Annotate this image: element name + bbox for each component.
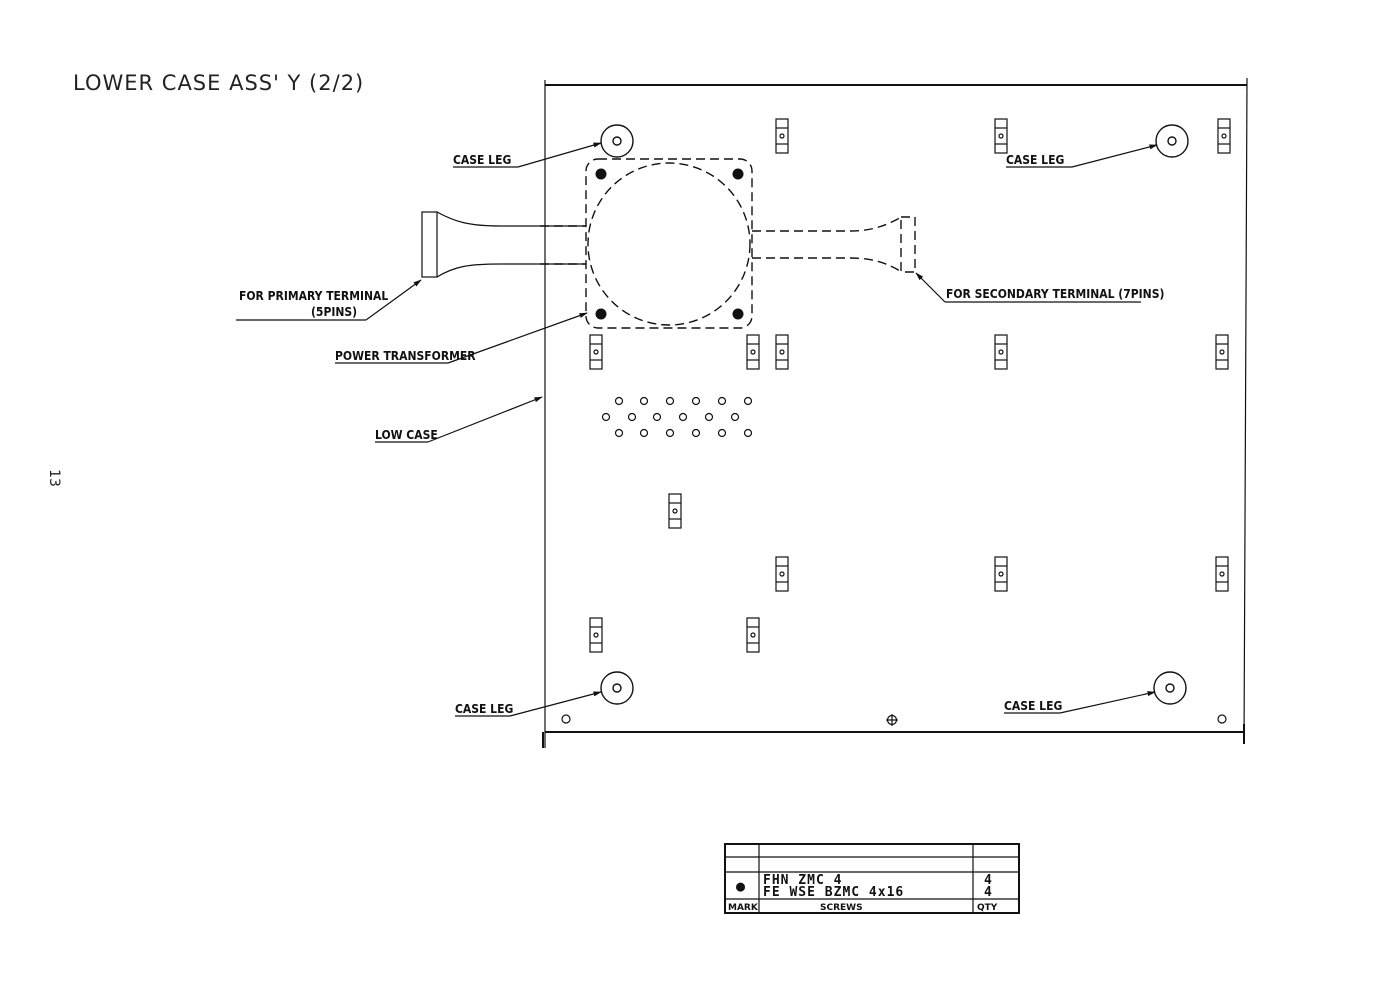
table-row-qty: 4 xyxy=(984,873,993,888)
table-header-screws: SCREWS xyxy=(820,903,863,913)
case-leg-top-right xyxy=(1155,124,1189,158)
screw-mark-2 xyxy=(732,168,744,180)
label-case-leg-top-left: CASE LEG xyxy=(453,153,511,167)
label-case-leg-bottom-right: CASE LEG xyxy=(1004,699,1062,713)
screw-mark-4 xyxy=(732,308,744,320)
table-row-screws: FHN ZMC 4 xyxy=(763,873,842,888)
leader-lines xyxy=(236,142,1158,717)
label-primary-terminal: FOR PRIMARY TERMINAL xyxy=(239,289,388,303)
label-primary-terminal-pins: (5PINS) xyxy=(311,305,357,319)
center-mark xyxy=(886,714,898,726)
mount-hole-bottom-right xyxy=(1217,714,1227,724)
page-title: LOWER CASE ASS' Y (2/2) xyxy=(73,71,364,95)
case-leg-top-left xyxy=(600,124,634,158)
primary-terminal xyxy=(421,211,586,278)
clip-tabs xyxy=(589,118,1231,653)
case-leg-bottom-right xyxy=(1153,671,1187,705)
screw-mark-1 xyxy=(595,168,607,180)
label-secondary-terminal: FOR SECONDARY TERMINAL (7PINS) xyxy=(946,287,1164,301)
table-row-qty: 4 xyxy=(984,885,993,900)
page-number: 13 xyxy=(46,469,62,487)
label-case-leg-top-right: CASE LEG xyxy=(1006,153,1064,167)
power-transformer xyxy=(585,158,753,329)
table-row-mark: ● xyxy=(736,877,746,895)
parts-table: FHN ZMC 4 4 ● FE WSE BZMC 4x16 4 MARK SC… xyxy=(724,843,1020,914)
table-header-mark: MARK xyxy=(728,903,759,913)
label-case-leg-bottom-left: CASE LEG xyxy=(455,702,513,716)
label-power-transformer: POWER TRANSFORMER xyxy=(335,349,476,363)
low-case-outline xyxy=(542,77,1248,748)
secondary-terminal xyxy=(752,216,916,273)
screw-mark-3 xyxy=(595,308,607,320)
case-leg-bottom-left xyxy=(600,671,634,705)
table-header-qty: QTY xyxy=(977,903,998,913)
mount-hole-bottom-left xyxy=(561,714,571,724)
label-low-case: LOW CASE xyxy=(375,428,438,442)
vent-holes xyxy=(601,396,753,438)
table-row-screws: FE WSE BZMC 4x16 xyxy=(763,885,904,900)
